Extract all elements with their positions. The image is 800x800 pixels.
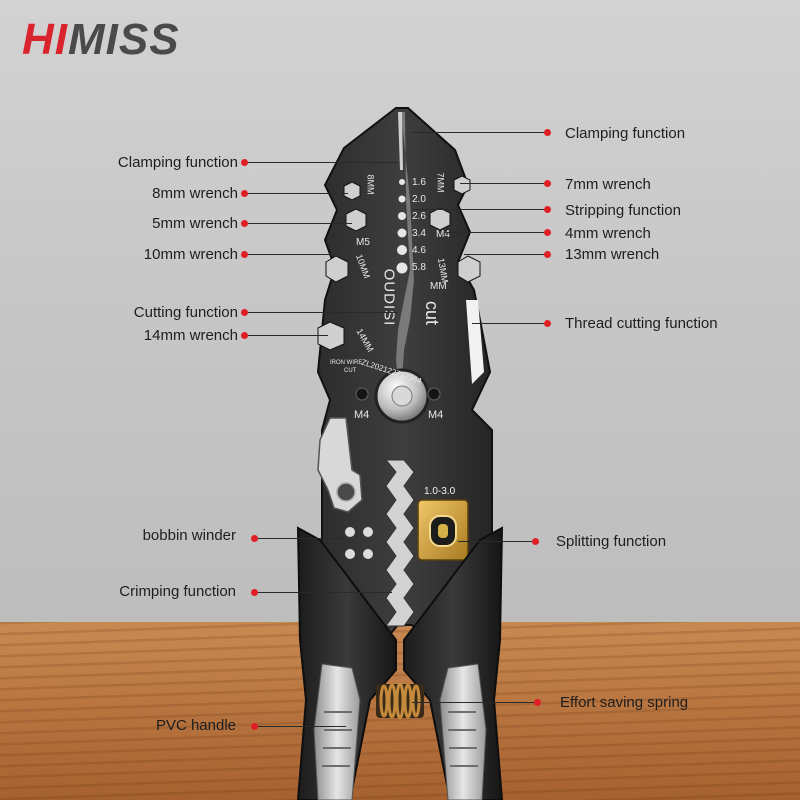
callout-clamping-left: Clamping function: [117, 154, 238, 171]
callout-line: [412, 209, 546, 210]
callout-dot: [241, 309, 248, 316]
callout-line: [464, 254, 546, 255]
marking-8mm: 8MM: [365, 174, 376, 195]
gauge-2-6: 2.6: [412, 211, 426, 222]
callout-dot: [241, 220, 248, 227]
callout-line: [472, 323, 546, 324]
marking-7mm: 7MM: [435, 172, 446, 193]
marking-m4-left: M4: [354, 409, 370, 421]
marking-cut: cut: [422, 300, 443, 326]
grip-left: [313, 663, 361, 800]
callout-dot: [251, 535, 258, 542]
callout-line: [412, 702, 536, 703]
crimping-jaws: [384, 459, 415, 627]
callout-dot: [544, 229, 551, 236]
callout-dot: [534, 699, 541, 706]
gauge-2-0: 2.0: [412, 194, 426, 205]
gauge-1-6: 1.6: [412, 177, 426, 188]
bobbin-winder-holes: [345, 527, 373, 559]
callout-cutting: Cutting function: [133, 304, 238, 321]
callout-clamping-right: Clamping function: [565, 125, 686, 142]
marking-m4-right: M4: [428, 409, 444, 421]
callout-line: [248, 312, 398, 313]
callout-line: [258, 538, 344, 539]
callout-line: [258, 726, 346, 727]
marking-split-range: 1.0-3.0: [424, 486, 456, 497]
callout-dot: [544, 180, 551, 187]
callout-7mm-wrench: 7mm wrench: [565, 176, 651, 193]
callout-4mm-wrench: 4mm wrench: [565, 225, 651, 242]
gauge-5-8: 5.8: [412, 262, 426, 273]
jaw-tip-serration: [398, 112, 403, 170]
callout-dot: [251, 589, 258, 596]
callout-line: [248, 223, 352, 224]
m4-hole-left: [355, 387, 369, 401]
gauge-unit: MM: [430, 281, 447, 292]
gauge-4-6: 4.6: [412, 245, 426, 256]
callout-dot: [532, 538, 539, 545]
callout-line: [248, 193, 348, 194]
callout-line: [248, 162, 398, 163]
callout-line: [458, 541, 534, 542]
center-slit: [396, 112, 414, 380]
callout-dot: [544, 129, 551, 136]
stripping-holes: [396, 179, 408, 274]
gauge-3-4: 3.4: [412, 228, 426, 239]
callout-line: [248, 254, 338, 255]
marking-m4-upper: M4: [436, 229, 450, 240]
wrench-openings: [317, 175, 481, 351]
callout-dot: [241, 251, 248, 258]
brand-logo: HIMISS: [22, 15, 180, 64]
callout-10mm-wrench: 10mm wrench: [143, 246, 238, 263]
marking-iron-wire-cut: CUT: [344, 368, 357, 374]
callout-bobbin-winder: bobbin winder: [142, 527, 236, 544]
callout-pvc-handle: PVC handle: [155, 717, 236, 734]
callout-line: [460, 183, 546, 184]
callout-5mm-wrench: 5mm wrench: [152, 215, 238, 232]
callout-dot: [544, 206, 551, 213]
callout-line: [248, 335, 328, 336]
callout-thread-cutting: Thread cutting function: [565, 315, 718, 332]
grip-right: [439, 663, 487, 800]
tool-brand-oudisi: OUDISI: [380, 268, 398, 327]
callout-dot: [544, 320, 551, 327]
m4-hole-right: [427, 387, 441, 401]
callout-crimping: Crimping function: [119, 583, 236, 600]
callout-13mm-wrench: 13mm wrench: [565, 246, 660, 263]
callout-dot: [241, 332, 248, 339]
callout-line: [412, 132, 546, 133]
thread-cutter-edge: [466, 300, 484, 384]
callout-dot: [241, 190, 248, 197]
callout-splitting: Splitting function: [556, 533, 667, 550]
effort-saving-spring: [376, 682, 424, 720]
callout-14mm-wrench: 14mm wrench: [143, 327, 238, 344]
marking-m5: M5: [356, 237, 370, 248]
callout-dot: [251, 723, 258, 730]
callout-dot: [241, 159, 248, 166]
callout-stripping: Stripping function: [565, 202, 681, 219]
callout-line: [446, 232, 546, 233]
callout-line: [258, 592, 392, 593]
callout-dot: [544, 251, 551, 258]
callout-8mm-wrench: 8mm wrench: [152, 185, 238, 202]
marking-iron-wire: IRON WIRE: [330, 360, 363, 366]
callout-spring: Effort saving spring: [560, 694, 689, 711]
